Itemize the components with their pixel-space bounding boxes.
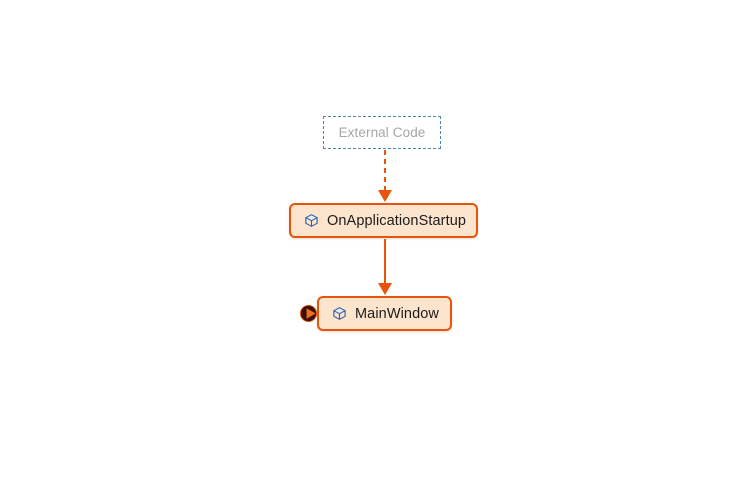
current-statement-marker[interactable] <box>299 304 318 323</box>
node-on-application-startup-label: OnApplicationStartup <box>327 212 467 229</box>
edge-startup-to-mainwindow <box>378 239 392 295</box>
cube-icon <box>305 214 318 227</box>
edge-arrowhead-solid <box>378 283 392 295</box>
node-main-window[interactable]: MainWindow <box>317 296 452 331</box>
node-external-code[interactable]: External Code <box>323 116 441 149</box>
node-main-window-label: MainWindow <box>355 305 439 322</box>
current-statement-pointer <box>306 308 316 319</box>
node-external-code-label: External Code <box>338 125 426 140</box>
cube-icon <box>333 307 346 320</box>
edge-external-to-startup <box>378 150 392 202</box>
edge-arrowhead-dashed <box>378 190 392 202</box>
node-on-application-startup[interactable]: OnApplicationStartup <box>289 203 478 238</box>
